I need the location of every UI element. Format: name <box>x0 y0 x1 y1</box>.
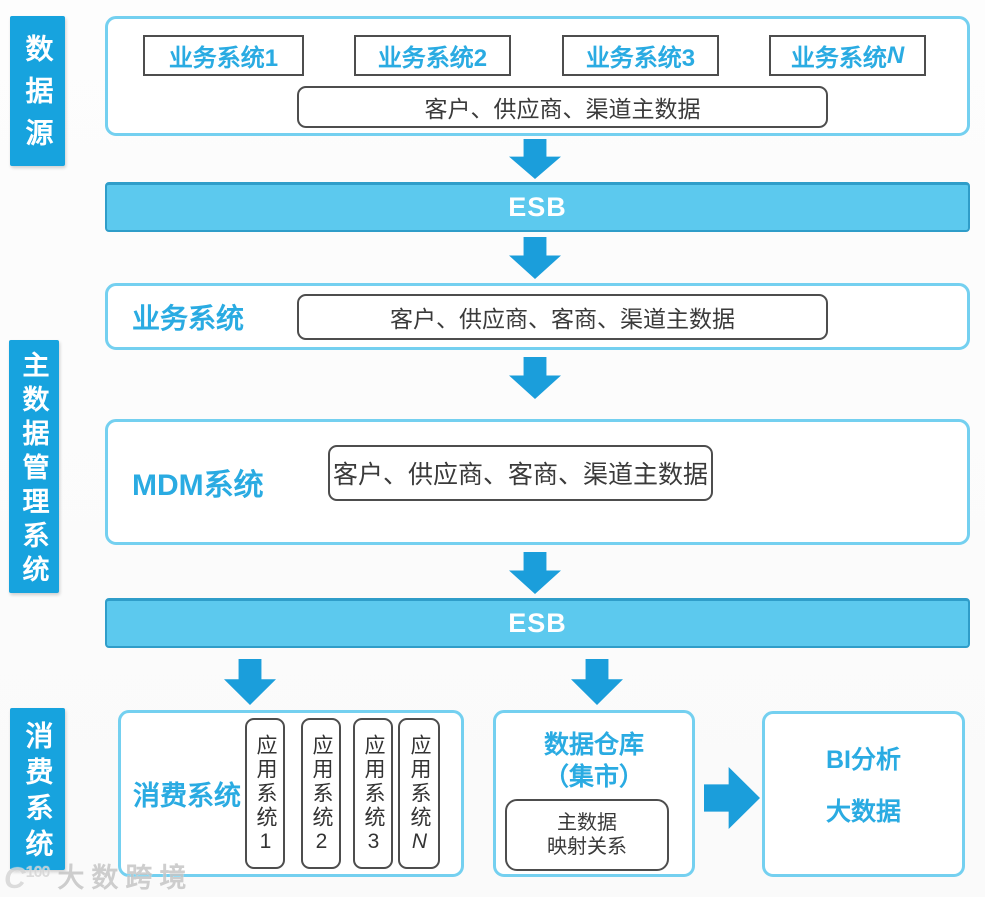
warehouse-title-line1: 数据仓库 <box>543 731 644 759</box>
master-data-mapping-box: 主数据 映射关系 <box>505 799 669 871</box>
arrow-down-icon-6 <box>571 659 623 705</box>
sidebar-label-data-source: 数据源 <box>10 16 65 166</box>
business-master-data-box: 客户、供应商、客商、渠道主数据 <box>297 294 828 340</box>
app-system-3-box: 应用系统3 <box>353 718 393 869</box>
arrow-down-icon-1 <box>509 139 561 179</box>
arrow-right-icon <box>704 767 760 829</box>
business-system-panel: 业务系统 客户、供应商、客商、渠道主数据 <box>105 283 970 350</box>
esb-bus-top: ESB <box>105 182 970 232</box>
bi-bigdata-panel: BI分析 大数据 <box>762 711 965 877</box>
watermark-text: 大数跨境 <box>57 863 194 893</box>
sidebar-label-consumer-system: 消费系统 <box>10 708 65 870</box>
business-system-1-box: 业务系统1 <box>143 35 304 76</box>
mapping-label-line1: 主数据 <box>557 812 617 834</box>
app-system-2-box: 应用系统2 <box>301 718 341 869</box>
esb-bottom-label: ESB <box>508 608 567 638</box>
arrow-down-icon-4 <box>509 552 561 594</box>
business-system-3-box: 业务系统3 <box>562 35 719 76</box>
bi-analysis-label: BI分析 <box>825 746 901 774</box>
data-warehouse-panel: 数据仓库 （集市） 主数据 映射关系 <box>493 710 695 877</box>
arrow-down-icon-5 <box>224 659 276 705</box>
mapping-label-line2: 映射关系 <box>547 836 627 858</box>
esb-bus-bottom: ESB <box>105 598 970 648</box>
source-master-data-box: 客户、供应商、渠道主数据 <box>297 86 828 128</box>
warehouse-title-line2: （集市） <box>543 763 644 791</box>
consumer-system-title: 消费系统 <box>133 781 241 811</box>
arrow-down-icon-3 <box>509 357 561 399</box>
watermark-logo-icon: C100 <box>4 862 50 895</box>
mdm-system-panel: MDM系统 客户、供应商、客商、渠道主数据 <box>105 419 970 545</box>
mdm-system-title: MDM系统 <box>132 469 264 502</box>
sidebar-label-mdm-system: 主数据管理系统 <box>9 340 59 593</box>
business-system-2-box: 业务系统2 <box>354 35 511 76</box>
esb-top-label: ESB <box>508 192 567 222</box>
mdm-master-data-box: 客户、供应商、客商、渠道主数据 <box>328 445 713 501</box>
watermark: C100 大数跨境 <box>4 854 193 894</box>
business-system-title: 业务系统 <box>132 302 245 334</box>
arrow-down-icon-2 <box>509 237 561 279</box>
app-system-1-box: 应用系统1 <box>245 718 285 869</box>
big-data-label: 大数据 <box>825 798 901 826</box>
